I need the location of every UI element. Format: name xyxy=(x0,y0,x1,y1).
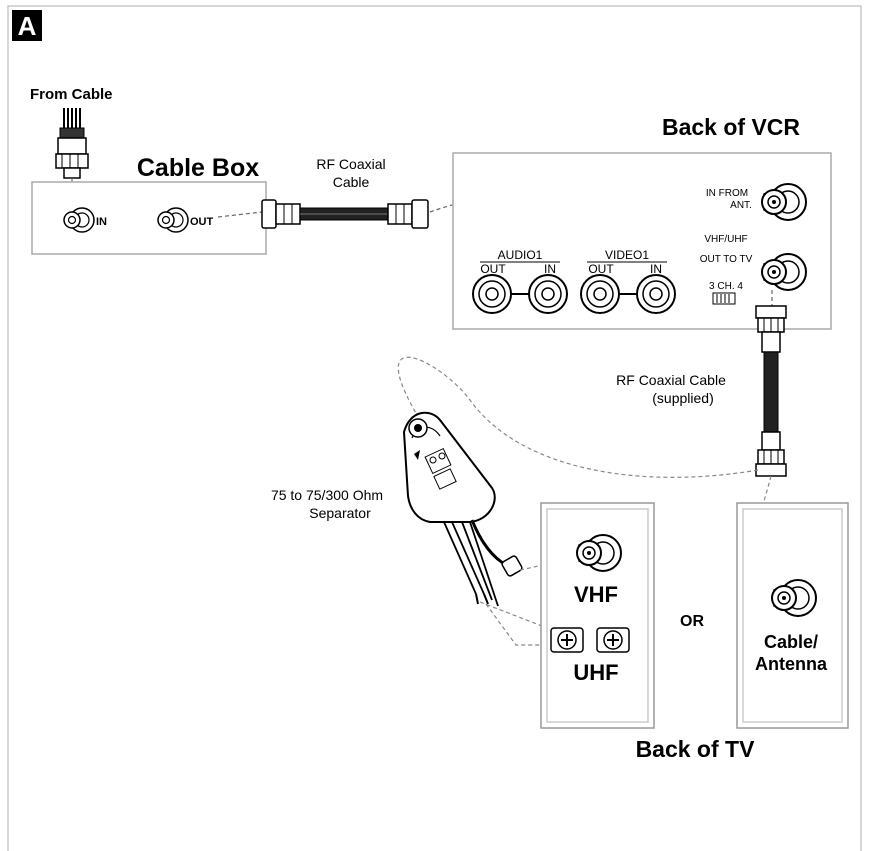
rf-coax-cable xyxy=(261,199,429,229)
cable-antenna-label-line2: Antenna xyxy=(755,654,828,674)
audio-in-jack xyxy=(528,274,568,314)
back-of-tv-title: Back of TV xyxy=(636,736,756,762)
ohm-separator xyxy=(402,411,523,607)
channel-switch xyxy=(712,292,736,305)
video1-label: VIDEO1 xyxy=(605,248,649,262)
uhf-screw-left xyxy=(550,627,584,653)
section-badge-letter: A xyxy=(18,11,37,41)
cable-box-title: Cable Box xyxy=(137,154,259,182)
incoming-cable-connector xyxy=(55,108,89,179)
cable-box-in-label: IN xyxy=(96,216,107,228)
vhf-uhf-label: VHF/UHF xyxy=(704,234,747,245)
rf-coax-label-line2: Cable xyxy=(333,174,370,190)
uhf-label: UHF xyxy=(573,660,618,685)
video-in-jack xyxy=(636,274,676,314)
channel-switch-label: 3 CH. 4 xyxy=(709,281,743,292)
rf-coax-supplied-cable xyxy=(755,305,787,477)
uhf-screw-right xyxy=(596,627,630,653)
video-in-label: IN xyxy=(650,262,662,276)
cable-antenna-label-line1: Cable/ xyxy=(764,632,818,652)
in-from-ant-label-line2: ANT. xyxy=(730,200,752,211)
rf-supplied-label-line1: RF Coaxial Cable xyxy=(616,372,726,388)
audio-out-label: OUT xyxy=(480,262,506,276)
audio1-label: AUDIO1 xyxy=(498,248,543,262)
separator-label-line1: 75 to 75/300 Ohm xyxy=(271,487,383,503)
cable-box-out-label: OUT xyxy=(190,216,214,228)
section-badge xyxy=(12,10,42,41)
rf-coax-label-line1: RF Coaxial xyxy=(316,156,385,172)
in-from-ant-label-line1: IN FROM xyxy=(706,188,748,199)
rf-supplied-label-line2: (supplied) xyxy=(652,390,713,406)
back-of-vcr-title: Back of VCR xyxy=(662,114,800,140)
vhf-label: VHF xyxy=(574,582,618,607)
video-out-label: OUT xyxy=(588,262,614,276)
audio-in-label: IN xyxy=(544,262,556,276)
separator-label-line2: Separator xyxy=(309,505,371,521)
out-to-tv-label: OUT TO TV xyxy=(700,254,753,265)
outer-frame xyxy=(7,5,862,851)
or-label: OR xyxy=(680,613,704,630)
from-cable-label: From Cable xyxy=(30,86,113,103)
audio-out-jack xyxy=(472,274,512,314)
video-out-jack xyxy=(580,274,620,314)
